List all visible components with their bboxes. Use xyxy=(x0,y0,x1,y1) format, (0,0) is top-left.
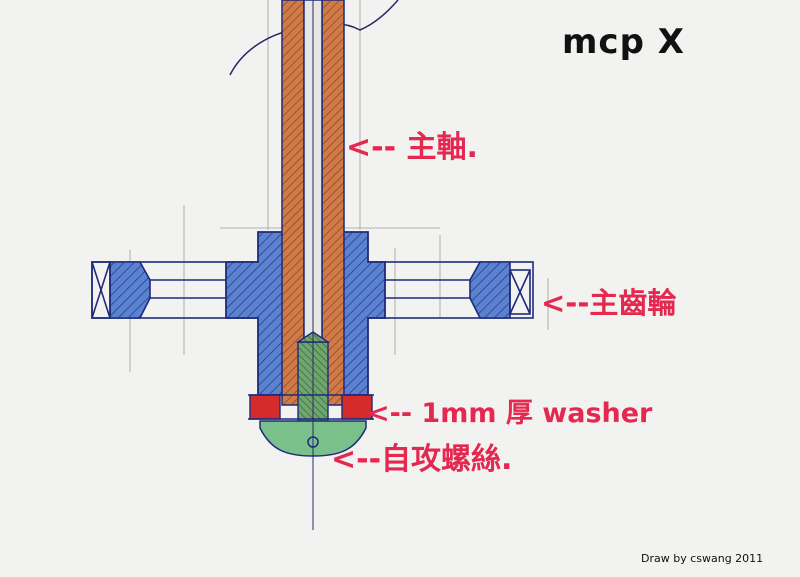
credit-text: Draw by cswang 2011 xyxy=(641,552,764,565)
main-gear xyxy=(91,261,534,319)
washer-right xyxy=(341,394,373,420)
title: mcp X xyxy=(562,22,685,62)
callout-screw: <--自攻螺絲. xyxy=(331,442,513,477)
gear-rim-left-section xyxy=(109,261,151,319)
spindle xyxy=(281,0,345,406)
callout-washer: <-- 1mm 厚 washer xyxy=(367,398,653,429)
callout-main-gear: <--主齒輪 xyxy=(541,286,677,320)
washer-left xyxy=(249,394,281,420)
washer xyxy=(248,394,374,420)
callout-spindle: <-- 主軸. xyxy=(346,130,478,165)
gear-rim-right-section xyxy=(469,261,511,319)
bearing-right xyxy=(509,269,531,315)
bearing-left xyxy=(91,261,111,319)
